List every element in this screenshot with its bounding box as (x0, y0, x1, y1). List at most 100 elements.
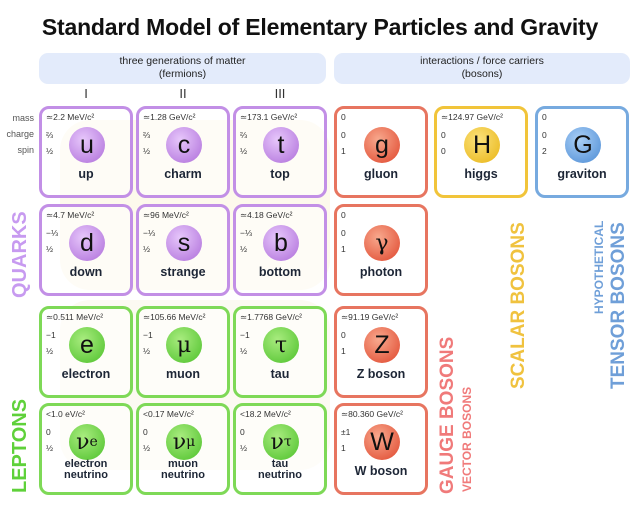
charge-value: 0 (341, 228, 346, 238)
particle-name: tau (270, 367, 290, 381)
particle-name: photon (359, 265, 403, 279)
particle-name: W boson (354, 464, 408, 478)
vector-bosons-label: VECTOR BOSONS (460, 386, 474, 492)
charge-value: 0 (441, 130, 446, 140)
mass-value: ≃1.28 GeV/c² (143, 112, 196, 122)
nu-subscript: μ (186, 434, 196, 450)
particle-card-z-boson[interactable]: ≃91.19 GeV/c² 0 1 Z Z boson (334, 306, 428, 398)
mass-value: ≃96 MeV/c² (143, 210, 189, 220)
gluon-symbol-icon: g (364, 127, 400, 163)
particle-name: Z boson (356, 367, 406, 381)
particle-name: up (78, 167, 94, 181)
charge-value: 0 (341, 130, 346, 140)
spin-value: 2 (542, 146, 547, 156)
charge-value: −1 (240, 330, 250, 340)
diagram-title: Standard Model of Elementary Particles a… (41, 14, 599, 40)
fermions-header-line1: three generations of matter (119, 55, 246, 67)
spin-value: 1 (341, 146, 346, 156)
muon-symbol-icon: μ (166, 327, 202, 363)
particle-name: charm (164, 167, 202, 181)
particle-card-top[interactable]: ≃173.1 GeV/c² ⅔ ½ t top (233, 106, 327, 198)
fermions-header: three generations of matter (fermions) (39, 53, 326, 84)
particle-card-strange[interactable]: ≃96 MeV/c² −⅓ ½ s strange (136, 204, 230, 296)
particle-card-graviton[interactable]: 0 0 2 G graviton (535, 106, 629, 198)
spin-value: ½ (143, 346, 151, 356)
particle-name: electron (61, 367, 111, 381)
charge-value: −⅓ (46, 228, 59, 238)
charge-value: ±1 (341, 427, 351, 437)
particle-card-higgs[interactable]: ≃124.97 GeV/c² 0 0 H higgs (434, 106, 528, 198)
mass-value: ≃4.7 MeV/c² (46, 210, 95, 220)
nu-glyph: ν (76, 429, 90, 455)
particle-card-electron[interactable]: ≃0.511 MeV/c² −1 ½ e electron (39, 306, 133, 398)
particle-name: muon (165, 367, 201, 381)
spin-value: ½ (46, 244, 54, 254)
particle-card-muon[interactable]: ≃105.66 MeV/c² −1 ½ μ muon (136, 306, 230, 398)
spin-value: ½ (240, 346, 248, 356)
mass-value: ≃173.1 GeV/c² (240, 112, 298, 122)
particle-card-w-boson[interactable]: ≃80.360 GeV/c² ±1 1 W W boson (334, 403, 428, 495)
charge-value: −1 (143, 330, 153, 340)
charge-value: −⅓ (240, 228, 253, 238)
photon-symbol-icon: γ (364, 225, 400, 261)
generation-3-label: III (274, 86, 286, 101)
mass-value: ≃1.7768 GeV/c² (240, 312, 302, 322)
mass-value: ≃2.2 MeV/c² (46, 112, 95, 122)
particle-name-line2: neutrino (161, 469, 205, 481)
particle-name: top (270, 167, 290, 181)
mass-value: ≃4.18 GeV/c² (240, 210, 293, 220)
mass-value: <1.0 eV/c² (46, 409, 85, 419)
particle-name-line1: tau (271, 458, 289, 470)
top-quark-symbol-icon: t (263, 127, 299, 163)
particle-name-line1: muon (168, 458, 198, 470)
mass-value: ≃124.97 GeV/c² (441, 112, 503, 122)
charge-value: 0 (240, 427, 245, 437)
particle-name: higgs (464, 167, 498, 181)
graviton-symbol-icon: G (565, 127, 601, 163)
quarks-label: QUARKS (9, 211, 31, 298)
mass-value: 0 (341, 112, 346, 122)
particle-name-line2: neutrino (64, 469, 108, 481)
spin-value: ½ (46, 346, 54, 356)
charge-value: −⅓ (143, 228, 156, 238)
z-boson-symbol-icon: Z (364, 327, 400, 363)
bosons-header-line1: interactions / force carriers (420, 55, 544, 67)
spin-value: ½ (143, 443, 151, 453)
particle-name: gluon (363, 167, 398, 181)
particle-card-tau[interactable]: ≃1.7768 GeV/c² −1 ½ τ tau (233, 306, 327, 398)
higgs-symbol-icon: H (464, 127, 500, 163)
strange-quark-symbol-icon: s (166, 225, 202, 261)
bottom-quark-symbol-icon: b (263, 225, 299, 261)
particle-card-charm[interactable]: ≃1.28 GeV/c² ⅔ ½ c charm (136, 106, 230, 198)
charge-value: −1 (46, 330, 56, 340)
particle-card-down[interactable]: ≃4.7 MeV/c² −⅓ ½ d down (39, 204, 133, 296)
spin-value: ½ (46, 443, 54, 453)
charge-value: ⅔ (240, 130, 248, 140)
particle-card-bottom[interactable]: ≃4.18 GeV/c² −⅓ ½ b bottom (233, 204, 327, 296)
nu-glyph: ν (270, 429, 284, 455)
mass-value: <0.17 MeV/c² (143, 409, 194, 419)
mass-value: ≃0.511 MeV/c² (46, 312, 104, 322)
bosons-header-line2: (bosons) (461, 68, 503, 80)
row-label-mass: mass (12, 113, 34, 123)
scalar-bosons-label: SCALAR BOSONS (508, 222, 529, 389)
charge-value: 0 (542, 130, 547, 140)
tau-symbol-icon: τ (263, 327, 299, 363)
generation-1-label: I (84, 86, 88, 101)
mass-value: ≃80.360 GeV/c² (341, 409, 403, 419)
tensor-bosons-label: TENSOR BOSONS (608, 222, 629, 389)
particle-card-gluon[interactable]: 0 0 1 g gluon (334, 106, 428, 198)
particle-card-up[interactable]: ≃2.2 MeV/c² ⅔ ½ u up (39, 106, 133, 198)
electron-symbol-icon: e (69, 327, 105, 363)
gauge-bosons-label: GAUGE BOSONS (437, 336, 458, 494)
nu-subscript: τ (283, 434, 292, 450)
mass-value: ≃91.19 GeV/c² (341, 312, 399, 322)
particle-card-photon[interactable]: 0 0 1 γ photon (334, 204, 428, 296)
